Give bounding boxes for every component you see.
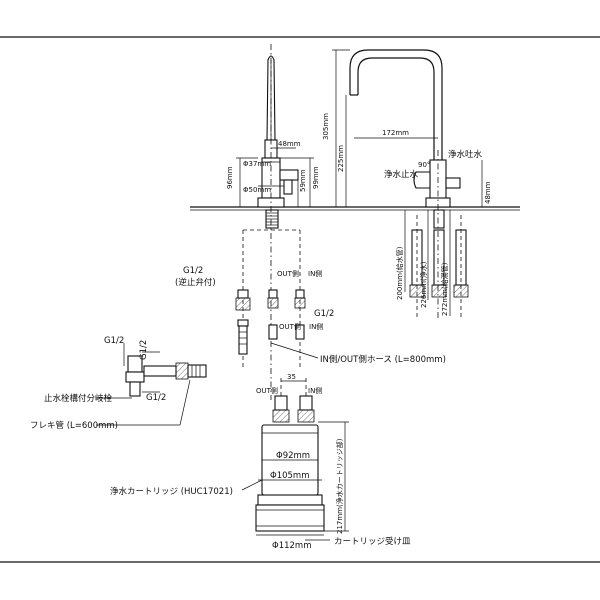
cartridge-labels: OUT側 IN側 35 Φ92mm Φ105mm Φ112mm 217mm(浄水… bbox=[110, 373, 411, 551]
label-g12-left-right: G1/2 bbox=[139, 340, 149, 360]
dim-37: Φ37mm bbox=[243, 160, 271, 168]
label-cartridge-tray: カートリッジ受け皿 bbox=[334, 536, 411, 547]
label-out-side-top: OUT側 bbox=[277, 269, 299, 278]
label-dim-112: Φ112mm bbox=[272, 541, 311, 551]
dim-48-top: 48mm bbox=[278, 140, 301, 148]
label-in-side-mid: IN側 bbox=[309, 322, 323, 331]
label-hose: IN側/OUT側ホース (L=800mm) bbox=[320, 354, 446, 365]
faucet-side-view bbox=[349, 49, 469, 320]
label-flexible-pipe: フレキ管 (L=600mm) bbox=[30, 420, 118, 431]
label-in-side-top: IN側 bbox=[308, 269, 322, 278]
label-dim-217: 217mm(浄水カートリッジ部) bbox=[335, 438, 344, 534]
dim-96: 96mm bbox=[226, 166, 234, 189]
label-dim-105: Φ105mm bbox=[270, 471, 309, 481]
dim-172: 172mm bbox=[382, 129, 409, 137]
label-stop-valve: 止水栓構付分岐栓 bbox=[44, 393, 113, 404]
label-g12-check: G1/2 bbox=[183, 266, 203, 276]
label-out-side-cart: OUT側 bbox=[256, 386, 278, 395]
label-g12-mid: G1/2 bbox=[314, 309, 334, 319]
stop-valve-labels: G1/2 G1/2 G1/2 止水栓構付分岐栓 フレキ管 (L=600mm) bbox=[30, 336, 166, 431]
dim-272: 272mm(給湯管) bbox=[440, 262, 449, 316]
label-g12-left-top: G1/2 bbox=[104, 336, 124, 346]
countertop bbox=[190, 206, 520, 211]
label-pure-stop: 浄水止水 bbox=[384, 169, 419, 180]
front-piping-labels: G1/2 (逆止弁付) OUT側 IN側 G1/2 OUT側 IN側 IN側/O… bbox=[175, 266, 446, 365]
angle-90: 90° bbox=[418, 161, 430, 169]
front-view-dimensions: 48mm Φ37mm Φ50mm 96mm 99mm 59mm bbox=[226, 140, 320, 207]
label-check-valve: (逆止弁付) bbox=[175, 277, 216, 288]
dim-225: 225mm bbox=[337, 145, 345, 172]
label-out-side-mid: OUT側 bbox=[279, 322, 301, 331]
side-view-dimensions: 305mm 225mm 172mm 浄水吐水 90° 浄水止水 48mm 200… bbox=[322, 49, 492, 316]
label-cartridge: 浄水カートリッジ (HUC17021) bbox=[110, 486, 233, 497]
filter-cartridge bbox=[241, 378, 349, 541]
dim-226: 226mm(浄水) bbox=[419, 261, 428, 308]
stop-valve-assembly bbox=[96, 343, 207, 426]
dim-99: 99mm bbox=[312, 166, 320, 189]
dim-50: Φ50mm bbox=[243, 186, 271, 194]
label-g12-left-bottom: G1/2 bbox=[146, 393, 166, 403]
label-pure-outlet: 浄水吐水 bbox=[448, 149, 483, 160]
label-dim-92: Φ92mm bbox=[276, 451, 310, 461]
faucet-front-view bbox=[257, 44, 299, 400]
label-in-side-cart: IN側 bbox=[308, 386, 322, 395]
front-piping bbox=[235, 229, 319, 370]
dim-59: 59mm bbox=[299, 169, 307, 192]
dim-305: 305mm bbox=[322, 113, 330, 140]
dim-200: 200mm(給水管) bbox=[395, 246, 404, 300]
label-dim-35: 35 bbox=[287, 373, 296, 381]
dim-48-right: 48mm bbox=[484, 181, 492, 204]
